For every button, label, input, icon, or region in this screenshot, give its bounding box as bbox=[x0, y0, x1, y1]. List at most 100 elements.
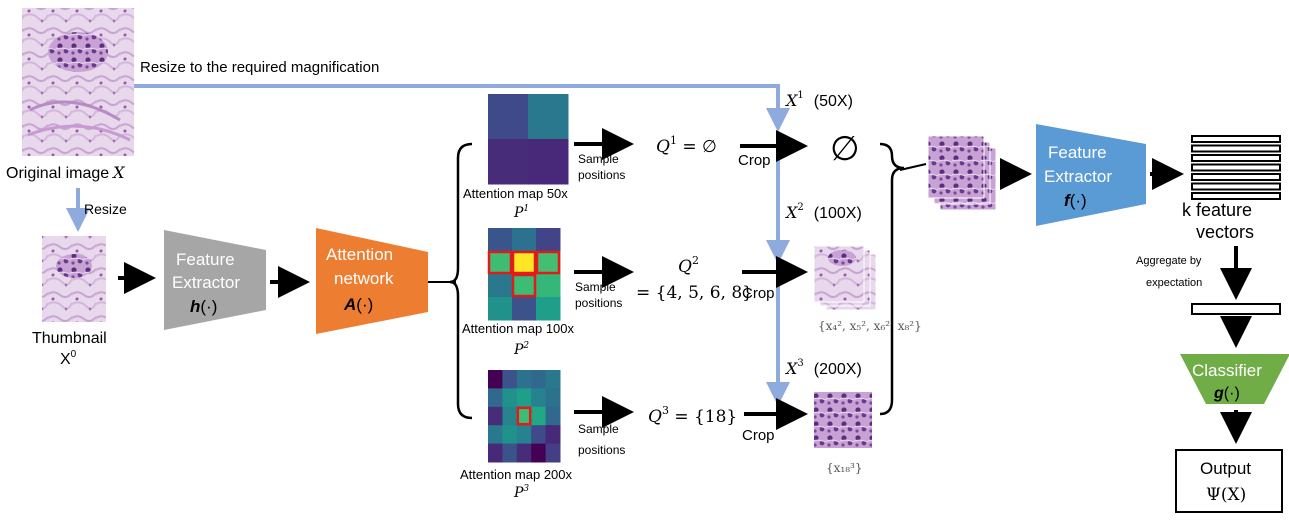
attention-cell bbox=[516, 370, 532, 389]
output-label: Output bbox=[1200, 459, 1251, 478]
classifier bbox=[1180, 354, 1289, 404]
combined-crops-stack bbox=[927, 135, 997, 211]
selected-cell-highlight bbox=[535, 250, 561, 275]
attention-cell bbox=[531, 388, 547, 408]
attention-map-100x bbox=[487, 228, 561, 321]
attention-cell bbox=[488, 228, 513, 252]
attention-cell bbox=[512, 228, 537, 252]
sample-2b: positions bbox=[575, 296, 622, 310]
attention-cell bbox=[488, 388, 503, 408]
feature-vector-bar bbox=[1191, 163, 1281, 172]
fe-f-line1: Feature bbox=[1048, 143, 1107, 162]
attention-cell bbox=[488, 139, 529, 185]
resize-to-magnification-label: Resize to the required magnification bbox=[140, 59, 379, 76]
attention-cell bbox=[536, 251, 561, 275]
p2-label: P2 bbox=[513, 341, 529, 358]
fe-h-line2: Extractor bbox=[172, 273, 240, 292]
feature-extractor-h bbox=[164, 230, 266, 330]
attention-cell bbox=[488, 297, 513, 321]
attention-cell bbox=[502, 425, 518, 445]
attention-cell bbox=[488, 94, 529, 140]
attention-cell bbox=[502, 388, 518, 408]
cls-fn: g(·) bbox=[1213, 385, 1240, 402]
x1-label: X1(50X) bbox=[784, 90, 853, 110]
attention-cell bbox=[502, 370, 518, 389]
feature-vectors bbox=[1191, 135, 1281, 200]
original-image bbox=[22, 8, 134, 156]
k-line1: k feature bbox=[1182, 200, 1252, 220]
attention-cell bbox=[545, 443, 561, 463]
att-line2: network bbox=[334, 269, 394, 288]
output-expr: Ψ(X) bbox=[1206, 485, 1246, 505]
set-x3-label: {x₁₈³} bbox=[826, 461, 862, 475]
q3-set: Q3 = {18} bbox=[648, 404, 737, 427]
set-x2-label: {x₄², x₅², x₆², x₈²} bbox=[818, 319, 922, 333]
agg-line1: Aggregate by bbox=[1136, 255, 1202, 267]
attention-cell bbox=[536, 228, 561, 252]
attmap200-label: Attention map 200x bbox=[460, 467, 573, 482]
sample-1a: Sample bbox=[578, 152, 619, 166]
brace-to-stack bbox=[899, 163, 927, 171]
x2-label: X2(100X) bbox=[784, 202, 862, 222]
attention-cell bbox=[488, 406, 503, 426]
attention-cell bbox=[528, 94, 569, 140]
feature-vector-bar bbox=[1191, 173, 1281, 181]
fe-h-line1: Feature bbox=[176, 250, 235, 269]
attention-cell bbox=[502, 443, 518, 463]
selected-cell-highlight bbox=[487, 250, 513, 275]
attmap100-label: Attention map 100x bbox=[462, 321, 575, 336]
thumbnail-label: Thumbnail bbox=[32, 330, 107, 347]
resize-label: Resize bbox=[84, 201, 127, 217]
sample-1b: positions bbox=[578, 168, 625, 182]
feature-vector-bar bbox=[1191, 144, 1281, 153]
attention-cell bbox=[488, 274, 513, 298]
attention-cell bbox=[531, 370, 547, 389]
attention-cell bbox=[512, 274, 537, 298]
sample-2a: Sample bbox=[575, 280, 616, 294]
classifier-label: Classifier bbox=[1192, 361, 1262, 380]
attention-cell bbox=[516, 406, 532, 426]
q2-lhs: Q2 bbox=[678, 254, 699, 277]
selected-cell-highlight bbox=[511, 273, 537, 298]
crop-3: Crop bbox=[742, 427, 775, 444]
x3-label: X3(200X) bbox=[784, 358, 862, 378]
attmap50-label: Attention map 50x bbox=[463, 186, 568, 201]
thumbnail-var: X0 bbox=[60, 349, 77, 368]
feature-vector-bar bbox=[1191, 154, 1281, 162]
fe-f-fn: f(·) bbox=[1064, 191, 1087, 210]
feature-vector-bar bbox=[1191, 182, 1281, 191]
selected-cell-highlight bbox=[511, 250, 537, 275]
attention-cell bbox=[502, 406, 518, 426]
attention-cell bbox=[531, 406, 547, 426]
sample-3a: Sample bbox=[578, 422, 619, 436]
x2-crops-stack bbox=[813, 245, 877, 311]
attention-cell bbox=[512, 251, 537, 275]
p3-label: P3 bbox=[513, 484, 529, 501]
p1-label: P1 bbox=[513, 204, 529, 221]
att-line1: Attention bbox=[326, 245, 393, 264]
attention-map-50x bbox=[488, 94, 569, 185]
thumbnail-image bbox=[42, 236, 106, 322]
attention-map-200x bbox=[488, 370, 561, 463]
attention-cell bbox=[488, 425, 503, 445]
left-brace bbox=[449, 142, 473, 420]
fe-h-fn: h(·) bbox=[190, 297, 217, 316]
fe-f-line2: Extractor bbox=[1044, 167, 1112, 186]
sample-3b: positions bbox=[578, 443, 625, 457]
attention-cell bbox=[516, 425, 532, 445]
crop-2: Crop bbox=[742, 285, 775, 302]
attention-cell bbox=[512, 297, 537, 321]
x3-crop bbox=[814, 392, 872, 448]
k-line2: vectors bbox=[1196, 222, 1254, 242]
attention-cell bbox=[488, 443, 503, 463]
agg-line2: expectation bbox=[1146, 277, 1202, 289]
attention-cell bbox=[545, 370, 561, 389]
q2-rhs: = {4, 5, 6, 8} bbox=[636, 283, 753, 303]
attention-cell bbox=[536, 297, 561, 321]
empty-set-symbol: ∅ bbox=[830, 129, 860, 169]
attention-cell bbox=[516, 443, 532, 463]
output-box bbox=[1175, 449, 1283, 513]
